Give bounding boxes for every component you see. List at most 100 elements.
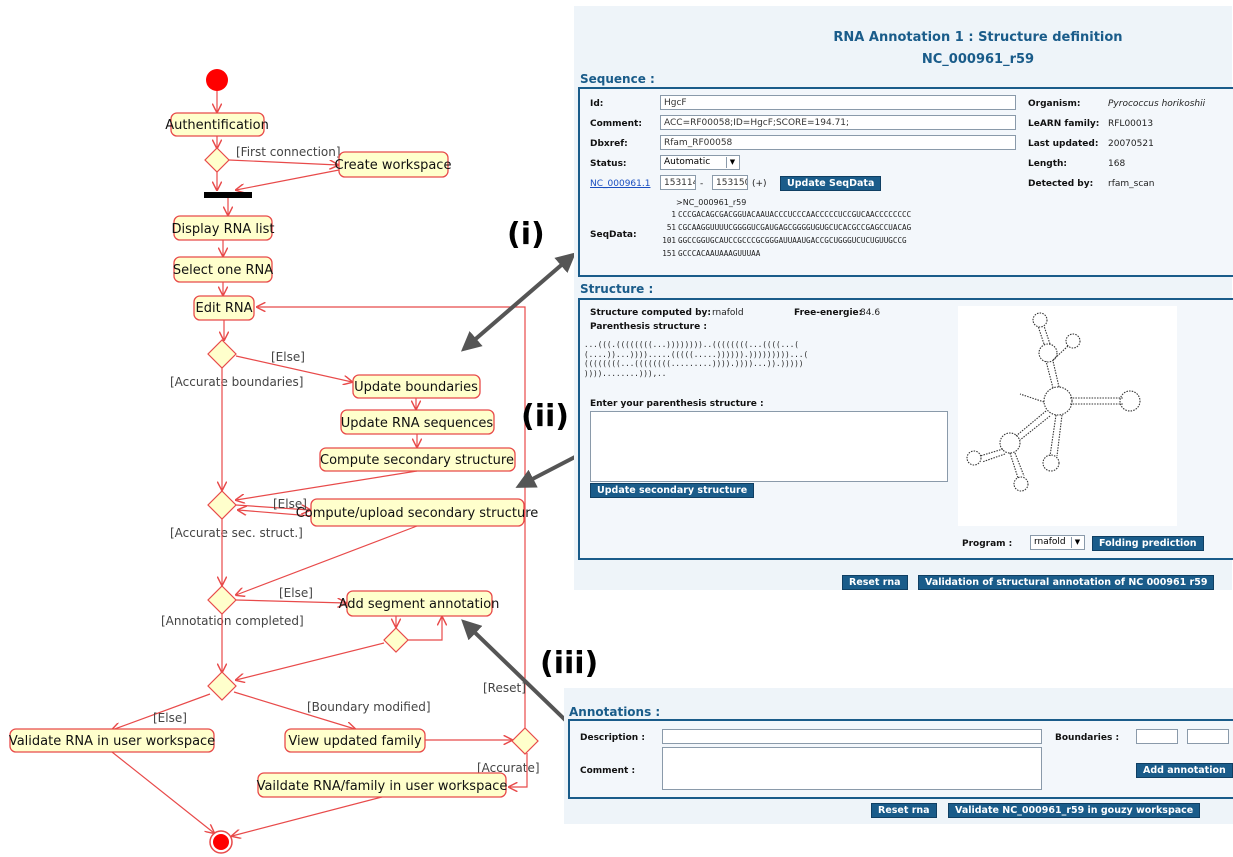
validate-gouzy-workspace-button[interactable]: Validate NC_000961_r59 in gouzy workspac…: [948, 803, 1201, 818]
chevron-down-icon: ▼: [1071, 537, 1083, 548]
svg-text:Update RNA sequences: Update RNA sequences: [341, 416, 494, 431]
update-seqdata-button[interactable]: Update SeqData: [780, 176, 882, 191]
program-value: rnafold: [1034, 537, 1066, 547]
callout-i: (i): [507, 217, 545, 252]
node-select-one-rna: Select one RNA: [173, 256, 273, 283]
accession-link[interactable]: NC_000961.1: [590, 179, 651, 189]
reset-rna-button-annotations[interactable]: Reset rna: [871, 803, 937, 818]
parenthesis-input[interactable]: [590, 411, 948, 482]
guard-else-3: [Else]: [279, 586, 313, 600]
boundaries-label: Boundaries :: [1055, 733, 1120, 743]
free-energy-label: Free-energie:: [794, 308, 863, 318]
svg-text:Compute/upload secondary struc: Compute/upload secondary structure: [296, 506, 539, 521]
enter-parenthesis-label: Enter your parenthesis structure :: [590, 399, 764, 409]
parenthesis-structure: ...(((.((((((((...))))))))..((((((((...(…: [584, 340, 809, 378]
comment-textarea[interactable]: [662, 747, 1042, 790]
last-updated-value: 20070521: [1108, 139, 1154, 149]
node-update-rna-sequences: Update RNA sequences: [340, 409, 495, 435]
panel-title: RNA Annotation 1 : Structure definition …: [574, 27, 1192, 71]
node-compute-upload-secondary-structure: Compute/upload secondary structure: [296, 498, 539, 527]
svg-text:Update boundaries: Update boundaries: [354, 380, 478, 395]
guard-annotation-completed: [Annotation completed]: [161, 614, 304, 628]
comment-label: Comment:: [590, 119, 642, 129]
guard-boundary-modified: [Boundary modified]: [307, 700, 431, 714]
rna-secondary-structure-image: [966, 312, 1141, 492]
guard-first-connection: [First connection]: [236, 145, 341, 159]
node-update-boundaries: Update boundaries: [352, 374, 481, 399]
initial-state: [206, 69, 228, 91]
svg-text:View updated family: View updated family: [288, 734, 422, 749]
svg-text:Add segment annotation: Add segment annotation: [339, 597, 500, 612]
end-field[interactable]: 1531508: [712, 175, 748, 190]
seqdata-header: >NC_000961_r59: [676, 198, 747, 207]
svg-text:Vaildate RNA/family in user wo: Vaildate RNA/family in user workspace: [257, 779, 508, 794]
node-view-updated-family: View updated family: [284, 728, 426, 753]
folding-prediction-button[interactable]: Folding prediction: [1092, 536, 1204, 551]
chevron-down-icon: ▼: [726, 157, 738, 168]
length-value: 168: [1108, 159, 1126, 169]
last-updated-label: Last updated:: [1028, 139, 1099, 149]
node-edit-rna: Edit RNA: [193, 295, 255, 321]
computed-by-value: rnafold: [712, 308, 744, 318]
svg-text:Edit RNA: Edit RNA: [196, 301, 253, 316]
range-dash: -: [700, 179, 704, 189]
svg-text:Select one RNA: Select one RNA: [173, 263, 273, 278]
node-authentification: Authentification: [165, 112, 269, 137]
decision-boundaries: [207, 339, 237, 369]
validation-structural-annotation-button[interactable]: Validation of structural annotation of N…: [918, 575, 1215, 590]
node-validate-rna-user-workspace: Validate RNA in user workspace: [9, 728, 215, 753]
detected-by-label: Detected by:: [1028, 179, 1094, 189]
callout-ii: (ii): [521, 399, 569, 434]
program-label: Program :: [962, 539, 1013, 549]
svg-text:Validate RNA in user workspace: Validate RNA in user workspace: [9, 734, 215, 749]
node-add-segment-annotation: Add segment annotation: [339, 590, 500, 617]
computed-by-label: Structure computed by:: [590, 308, 711, 318]
id-field[interactable]: HgcF: [660, 95, 1016, 110]
svg-text:Create workspace: Create workspace: [335, 158, 452, 173]
sequence-section-title: Sequence :: [580, 72, 655, 86]
update-secondary-structure-button[interactable]: Update secondary structure: [590, 483, 755, 498]
add-annotation-button[interactable]: Add annotation: [1136, 763, 1233, 778]
description-label: Description :: [580, 733, 645, 743]
strand: (+): [752, 179, 767, 189]
seqdata-label: SeqData:: [590, 230, 637, 240]
dbxref-field[interactable]: Rfam_RF00058: [660, 135, 1016, 150]
guard-else-4: [Else]: [153, 711, 187, 725]
final-state: [213, 834, 229, 850]
guard-else-2: [Else]: [273, 497, 307, 511]
panel-title-line2: NC_000961_r59: [921, 52, 1035, 67]
guard-reset: [Reset]: [483, 681, 526, 695]
callout-iii: (iii): [540, 646, 598, 681]
decision-segment-loop: [383, 627, 409, 653]
status-select[interactable]: Automatic ▼: [660, 155, 740, 170]
decision-sec-struct: [207, 490, 237, 520]
description-field[interactable]: [662, 729, 1042, 744]
comment-label-annotations: Comment :: [580, 766, 636, 776]
node-validate-rna-family: Vaildate RNA/family in user workspace: [257, 772, 508, 798]
decision-boundary-modified: [207, 671, 237, 701]
detected-by-value: rfam_scan: [1108, 179, 1155, 189]
join-bar: [204, 192, 252, 198]
status-value: Automatic: [664, 157, 711, 167]
parenthesis-label: Parenthesis structure :: [590, 322, 707, 332]
organism-value: Pyrococcus horikoshii: [1108, 99, 1206, 109]
decision-reset: [511, 727, 539, 755]
guard-accurate-boundaries: [Accurate boundaries]: [170, 375, 303, 389]
svg-text:Authentification: Authentification: [165, 118, 269, 133]
node-create-workspace: Create workspace: [335, 151, 452, 178]
structure-drawing: [958, 306, 1177, 526]
start-field[interactable]: 1531141: [660, 175, 696, 190]
node-compute-secondary-structure: Compute secondary structure: [319, 447, 516, 472]
comment-field[interactable]: ACC=RF00058;ID=HgcF;SCORE=194.71;: [660, 115, 1016, 130]
guard-else-1: [Else]: [271, 350, 305, 364]
guard-accurate-sec-struct: [Accurate sec. struct.]: [170, 526, 303, 540]
annotations-title: Annotations :: [569, 705, 661, 719]
guard-accurate: [Accurate]: [477, 761, 540, 775]
boundary-end-field[interactable]: [1187, 729, 1229, 744]
dbxref-label: Dbxref:: [590, 139, 628, 149]
reset-rna-button[interactable]: Reset rna: [842, 575, 908, 590]
program-select[interactable]: rnafold ▼: [1030, 535, 1085, 550]
boundary-start-field[interactable]: [1136, 729, 1178, 744]
id-label: Id:: [590, 99, 604, 109]
